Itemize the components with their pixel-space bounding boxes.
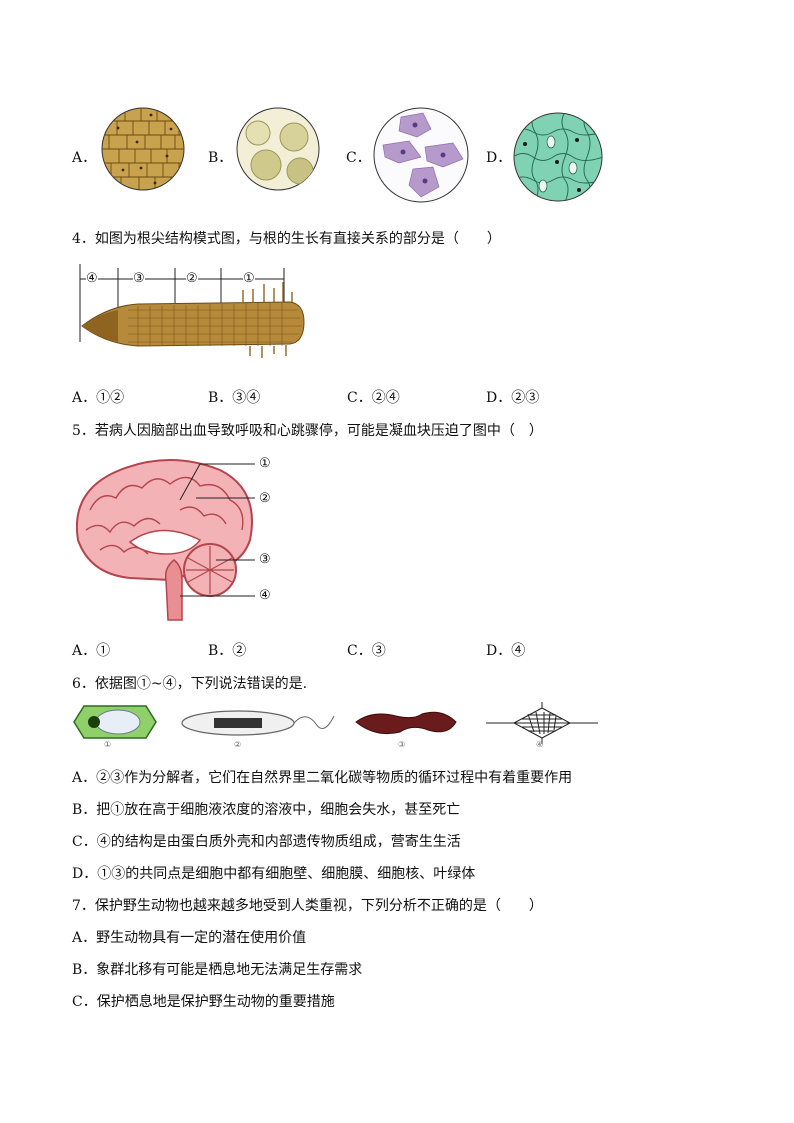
q7-option-c: C．保护栖息地是保护野生动物的重要措施 xyxy=(72,994,335,1010)
fig-label-4: ④ xyxy=(536,740,544,749)
q7-option-b: B．象群北移有可能是栖息地无法满足生存需求 xyxy=(72,962,363,978)
plant-cell-figure xyxy=(72,702,158,742)
brain-diagram xyxy=(70,450,270,626)
q3-option-c-letter: C． xyxy=(346,150,371,166)
q3-option-a-letter: A． xyxy=(72,150,97,166)
q5-option-b: B．② xyxy=(208,643,247,659)
question-4-stem: 4．如图为根尖结构模式图，与根的生长有直接关系的部分是（ ） xyxy=(72,231,501,247)
fungus-figure xyxy=(352,706,460,738)
virus-figure xyxy=(484,702,600,744)
q5-option-a: A．① xyxy=(72,643,111,659)
question-5-stem: 5．若病人因脑部出血导致呼吸和心跳骤停，可能是凝血块压迫了图中（ ） xyxy=(72,423,543,439)
root-label-1: ① xyxy=(243,269,255,289)
q4-option-b: B．③④ xyxy=(208,390,261,406)
root-label-2: ② xyxy=(186,269,198,289)
q7-option-a: A．野生动物具有一定的潜在使用价值 xyxy=(72,930,307,946)
q5-option-c: C．③ xyxy=(347,643,386,659)
root-label-4: ④ xyxy=(86,269,98,289)
q6-option-d: D．①③的共同点是细胞中都有细胞壁、细胞膜、细胞核、叶绿体 xyxy=(72,866,476,882)
brain-label-1: ① xyxy=(259,456,271,471)
root-label-3: ③ xyxy=(133,269,145,289)
onion-epidermis-cell-micrograph xyxy=(101,107,185,191)
q4-option-a: A．①② xyxy=(72,390,125,406)
brain-label-2: ② xyxy=(259,491,271,506)
leaf-epidermis-stomata-micrograph xyxy=(513,112,603,202)
fig-label-3: ③ xyxy=(398,740,406,749)
q3-option-d-letter: D． xyxy=(486,150,512,166)
q5-option-d: D．④ xyxy=(486,643,526,659)
q3-option-b-letter: B． xyxy=(208,150,233,166)
q6-option-b: B．把①放在高于细胞液浓度的溶液中，细胞会失水，甚至死亡 xyxy=(72,802,461,818)
q6-option-a: A．②③作为分解者，它们在自然界里二氧化碳等物质的循环过程中有着重要作用 xyxy=(72,770,573,786)
question-6-stem: 6．依据图①~④，下列说法错误的是. xyxy=(72,676,308,692)
q4-option-d: D．②③ xyxy=(486,390,540,406)
question-7-stem: 7．保护野生动物也越来越多地受到人类重视，下列分析不正确的是（ ） xyxy=(72,898,543,914)
bacterium-figure xyxy=(180,706,336,740)
pulp-cell-micrograph xyxy=(236,107,320,191)
root-tip-diagram xyxy=(78,262,308,358)
brain-label-4: ④ xyxy=(259,588,271,603)
fig-label-1: ① xyxy=(104,740,112,749)
q4-option-c: C．②④ xyxy=(347,390,400,406)
brain-label-3: ③ xyxy=(259,552,271,567)
q6-option-c: C．④的结构是由蛋白质外壳和内部遗传物质组成，营寄生生活 xyxy=(72,834,461,850)
cheek-epithelial-cell-micrograph xyxy=(373,107,469,203)
fig-label-2: ② xyxy=(234,740,242,749)
